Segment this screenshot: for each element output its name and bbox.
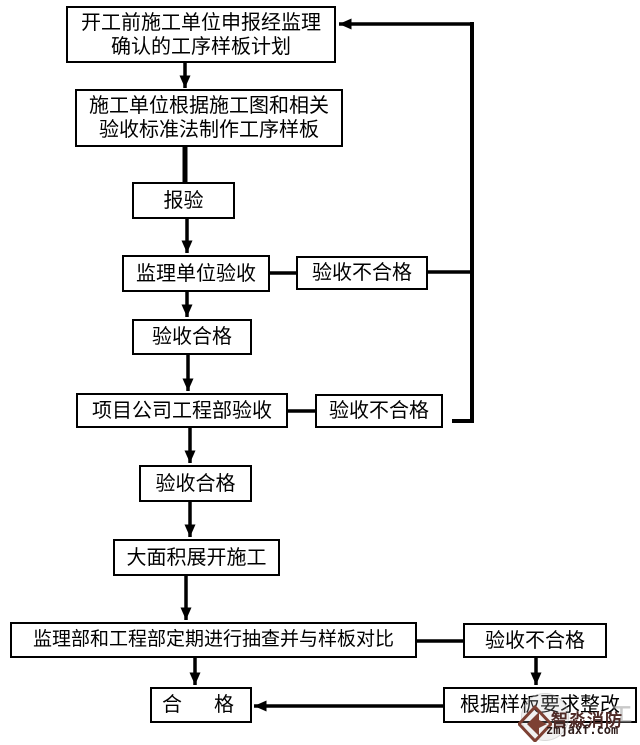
watermark-brand-text: 智淼消防 (551, 711, 623, 730)
node-make-sample: 施工单位根据施工图和相关 验收标准法制作工序样板 (75, 89, 343, 147)
node-fail-2-label: 验收不合格 (329, 400, 429, 422)
node-project-dept-check-label: 项目公司工程部验收 (92, 399, 272, 422)
node-plan-line1: 开工前施工单位申报经监理 (81, 11, 321, 34)
node-make-sample-line2: 验收标准法制作工序样板 (99, 119, 319, 141)
node-spot-check: 监理部和工程部定期进行抽查并与样板对比 (10, 622, 417, 658)
node-fail-3-label: 验收不合格 (485, 629, 585, 652)
node-pass-1-label: 验收合格 (152, 326, 232, 348)
node-pass-2-label: 验收合格 (155, 472, 236, 495)
node-fail-1: 验收不合格 (296, 256, 428, 290)
node-project-dept-check: 项目公司工程部验收 (76, 393, 288, 428)
node-full-scale-start-label: 大面积展开施工 (126, 546, 267, 569)
node-fail-1-label: 验收不合格 (312, 262, 412, 284)
node-report-label: 报验 (163, 189, 204, 212)
node-supervisor-check-label: 监理单位验收 (136, 262, 256, 285)
node-qualified-label: 合 格 (162, 694, 240, 716)
node-qualified: 合 格 (150, 687, 252, 723)
node-supervisor-check: 监理单位验收 (122, 255, 270, 292)
node-pass-2: 验收合格 (139, 465, 252, 502)
watermark-logo-icon (518, 705, 552, 742)
node-make-sample-line1: 施工单位根据施工图和相关 (89, 95, 329, 117)
node-spot-check-label: 监理部和工程部定期进行抽查并与样板对比 (32, 629, 394, 650)
watermark-domain-text: zmjaxf.com (546, 723, 619, 737)
node-pass-1: 验收合格 (132, 319, 252, 355)
node-plan: 开工前施工单位申报经监理 确认的工序样板计划 (66, 6, 336, 63)
node-fail-3: 验收不合格 (463, 623, 607, 658)
node-fail-2: 验收不合格 (315, 394, 443, 428)
node-report: 报验 (132, 182, 235, 219)
node-plan-line2: 确认的工序样板计划 (111, 35, 291, 58)
node-full-scale-start: 大面积展开施工 (113, 539, 280, 576)
watermark-faint-glyph: 工 (611, 704, 632, 727)
